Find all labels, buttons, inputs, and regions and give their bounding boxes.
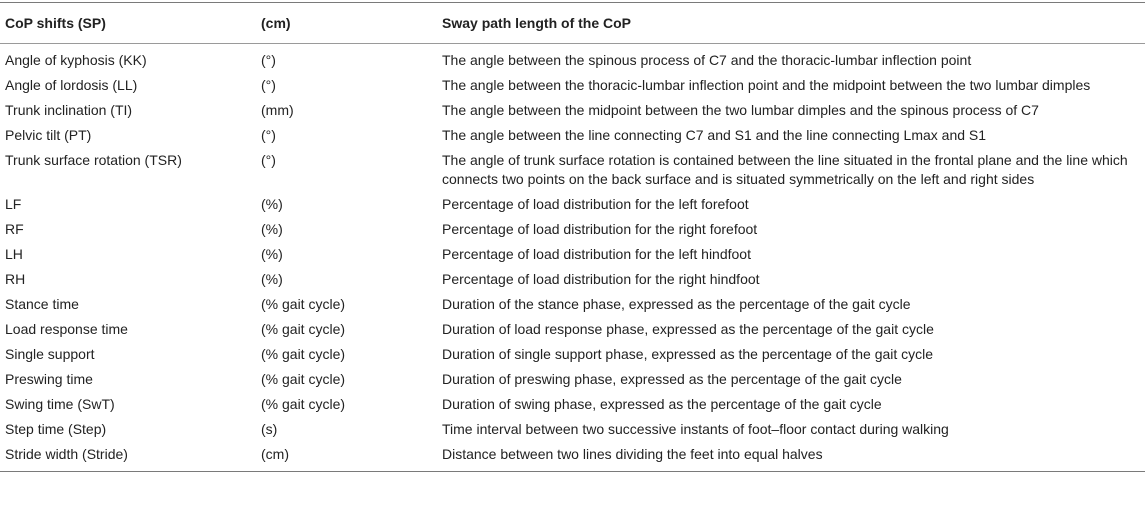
cell-unit: (°) (261, 152, 276, 168)
cell-description: The angle between the midpoint between t… (442, 102, 1039, 118)
table-row: LH (%) Percentage of load distribution f… (0, 242, 1145, 267)
cell-parameter: Pelvic tilt (PT) (5, 127, 92, 143)
table-row: Trunk surface rotation (TSR) (°) The ang… (0, 148, 1145, 192)
table-row: Stride width (Stride) (cm) Distance betw… (0, 442, 1145, 472)
table-row: Swing time (SwT) (% gait cycle) Duration… (0, 392, 1145, 417)
cell-parameter: Single support (5, 346, 95, 362)
cell-unit: (% gait cycle) (261, 296, 346, 312)
cell-description: Percentage of load distribution for the … (442, 246, 751, 262)
cell-unit: (s) (261, 421, 278, 437)
cell-description: Percentage of load distribution for the … (442, 271, 760, 287)
table-header: CoP shifts (SP) (cm) Sway path length of… (0, 2, 1145, 44)
cell-description: The angle between the spinous process of… (442, 52, 972, 68)
cell-parameter: Step time (Step) (5, 421, 107, 437)
table-row: Load response time (% gait cycle) Durati… (0, 317, 1145, 342)
header-description: Sway path length of the CoP (442, 14, 632, 31)
cell-unit: (% gait cycle) (261, 371, 346, 387)
cell-unit: (°) (261, 52, 276, 68)
cell-parameter: Stance time (5, 296, 79, 312)
cell-unit: (°) (261, 77, 276, 93)
cell-description: The angle of trunk surface rotation is c… (442, 152, 1128, 187)
cell-unit: (% gait cycle) (261, 396, 346, 412)
cell-description: The angle between the line connecting C7… (442, 127, 987, 143)
cell-description: Duration of preswing phase, expressed as… (442, 371, 902, 387)
table-row: Trunk inclination (TI) (mm) The angle be… (0, 98, 1145, 123)
cell-unit: (% gait cycle) (261, 321, 346, 337)
cell-unit: (% gait cycle) (261, 346, 346, 362)
cell-parameter: LF (5, 196, 22, 212)
cell-unit: (%) (261, 221, 283, 237)
cell-unit: (mm) (261, 102, 294, 118)
table-row: LF (%) Percentage of load distribution f… (0, 192, 1145, 217)
cell-description: Duration of the stance phase, expressed … (442, 296, 911, 312)
cell-parameter: Angle of lordosis (LL) (5, 77, 138, 93)
table-body: Angle of kyphosis (KK) (°) The angle bet… (0, 44, 1145, 472)
cell-parameter: Trunk inclination (TI) (5, 102, 133, 118)
table-row: Angle of kyphosis (KK) (°) The angle bet… (0, 44, 1145, 74)
cell-unit: (%) (261, 246, 283, 262)
cell-parameter: Stride width (Stride) (5, 446, 128, 462)
cell-unit: (cm) (261, 446, 289, 462)
cell-description: Duration of single support phase, expres… (442, 346, 934, 362)
table-row: Preswing time (% gait cycle) Duration of… (0, 367, 1145, 392)
table-row: RH (%) Percentage of load distribution f… (0, 267, 1145, 292)
parameters-table: CoP shifts (SP) (cm) Sway path length of… (0, 2, 1145, 472)
table-row: Step time (Step) (s) Time interval betwe… (0, 417, 1145, 442)
cell-parameter: RH (5, 271, 26, 287)
cell-parameter: Preswing time (5, 371, 93, 387)
table-row: Stance time (% gait cycle) Duration of t… (0, 292, 1145, 317)
cell-description: Percentage of load distribution for the … (442, 221, 758, 237)
table-row: RF (%) Percentage of load distribution f… (0, 217, 1145, 242)
cell-description: The angle between the thoracic-lumbar in… (442, 77, 1091, 93)
cell-parameter: Swing time (SwT) (5, 396, 115, 412)
cell-unit: (%) (261, 271, 283, 287)
cell-parameter: RF (5, 221, 24, 237)
table-row: Pelvic tilt (PT) (°) The angle between t… (0, 123, 1145, 148)
cell-parameter: LH (5, 246, 23, 262)
cell-description: Time interval between two successive ins… (442, 421, 949, 437)
table-row: Single support (% gait cycle) Duration o… (0, 342, 1145, 367)
cell-parameter: Trunk surface rotation (TSR) (5, 152, 182, 168)
cell-description: Distance between two lines dividing the … (442, 446, 823, 462)
header-parameter: CoP shifts (SP) (5, 14, 106, 31)
cell-unit: (%) (261, 196, 283, 212)
cell-description: Duration of load response phase, express… (442, 321, 934, 337)
table-row: Angle of lordosis (LL) (°) The angle bet… (0, 73, 1145, 98)
cell-description: Percentage of load distribution for the … (442, 196, 749, 212)
header-unit: (cm) (261, 14, 291, 31)
header-row: CoP shifts (SP) (cm) Sway path length of… (0, 2, 1145, 44)
cell-parameter: Angle of kyphosis (KK) (5, 52, 147, 68)
cell-parameter: Load response time (5, 321, 128, 337)
cell-unit: (°) (261, 127, 276, 143)
cell-description: Duration of swing phase, expressed as th… (442, 396, 882, 412)
